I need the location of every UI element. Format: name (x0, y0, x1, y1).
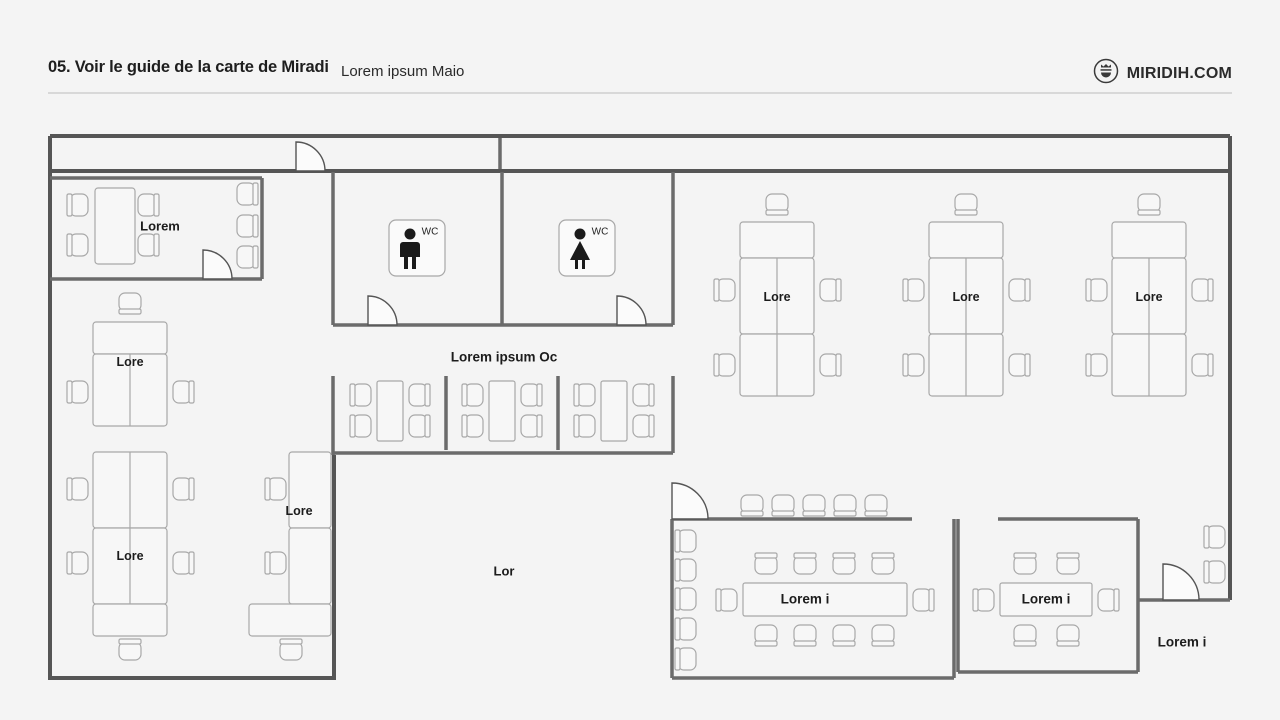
page-header: 05. Voir le guide de la carte de Miradi … (0, 0, 1280, 95)
brand-name: MIRIDIH.COM (1126, 64, 1232, 82)
conference-room-small-furniture (972, 552, 1120, 647)
wc-male-sign (388, 219, 446, 277)
workstation-right-3-furniture (1085, 193, 1214, 397)
workstation-left-lower-furniture (66, 451, 195, 661)
booth-1 (349, 380, 431, 442)
miridih-circle-logo-icon (1093, 58, 1119, 89)
room-label-booth-area: Lorem ipsum Oc (450, 349, 558, 365)
meeting-room-top-left-furniture (66, 182, 259, 269)
room-label-workstation-left-narrow: Lore (285, 504, 313, 518)
room-label-conference-room-large: Lorem i (780, 591, 830, 607)
room-label-wc-female: WC (591, 226, 609, 238)
room-label-workstation-left-lower: Lore (116, 549, 144, 563)
booth-3 (573, 380, 655, 442)
workstation-right-1-furniture (713, 193, 842, 397)
room-label-workstation-right-2: Lore (952, 290, 980, 304)
conference-room-large-furniture (674, 529, 935, 671)
room-label-conference-room-small: Lorem i (1021, 591, 1071, 607)
lobby-right-chairs (1203, 525, 1226, 584)
room-label-meeting-room-top-left: Lorem (140, 218, 180, 234)
workstation-left-narrow-furniture (248, 451, 332, 661)
booth-2 (461, 380, 543, 442)
room-label-lobby-right: Lorem i (1157, 634, 1207, 650)
page-subtitle: Lorem ipsum Maio (341, 63, 465, 80)
page-title: 05. Voir le guide de la carte de Miradi (48, 58, 329, 76)
room-label-workstation-right-1: Lore (763, 290, 791, 304)
wc-female-sign (558, 219, 616, 277)
room-label-open-area-center: Lor (493, 563, 515, 579)
room-label-workstation-left-upper: Lore (116, 355, 144, 369)
outer-walls (48, 134, 1232, 680)
workstation-right-2-furniture (902, 193, 1031, 397)
waiting-chair-row (740, 494, 888, 517)
brand-logo-group: MIRIDIH.COM (1093, 58, 1232, 89)
workstation-left-upper-furniture (66, 292, 195, 427)
room-label-wc-male: WC (421, 226, 439, 238)
door-arcs (202, 141, 1200, 601)
header-divider (48, 92, 1232, 94)
room-label-workstation-right-3: Lore (1135, 290, 1163, 304)
